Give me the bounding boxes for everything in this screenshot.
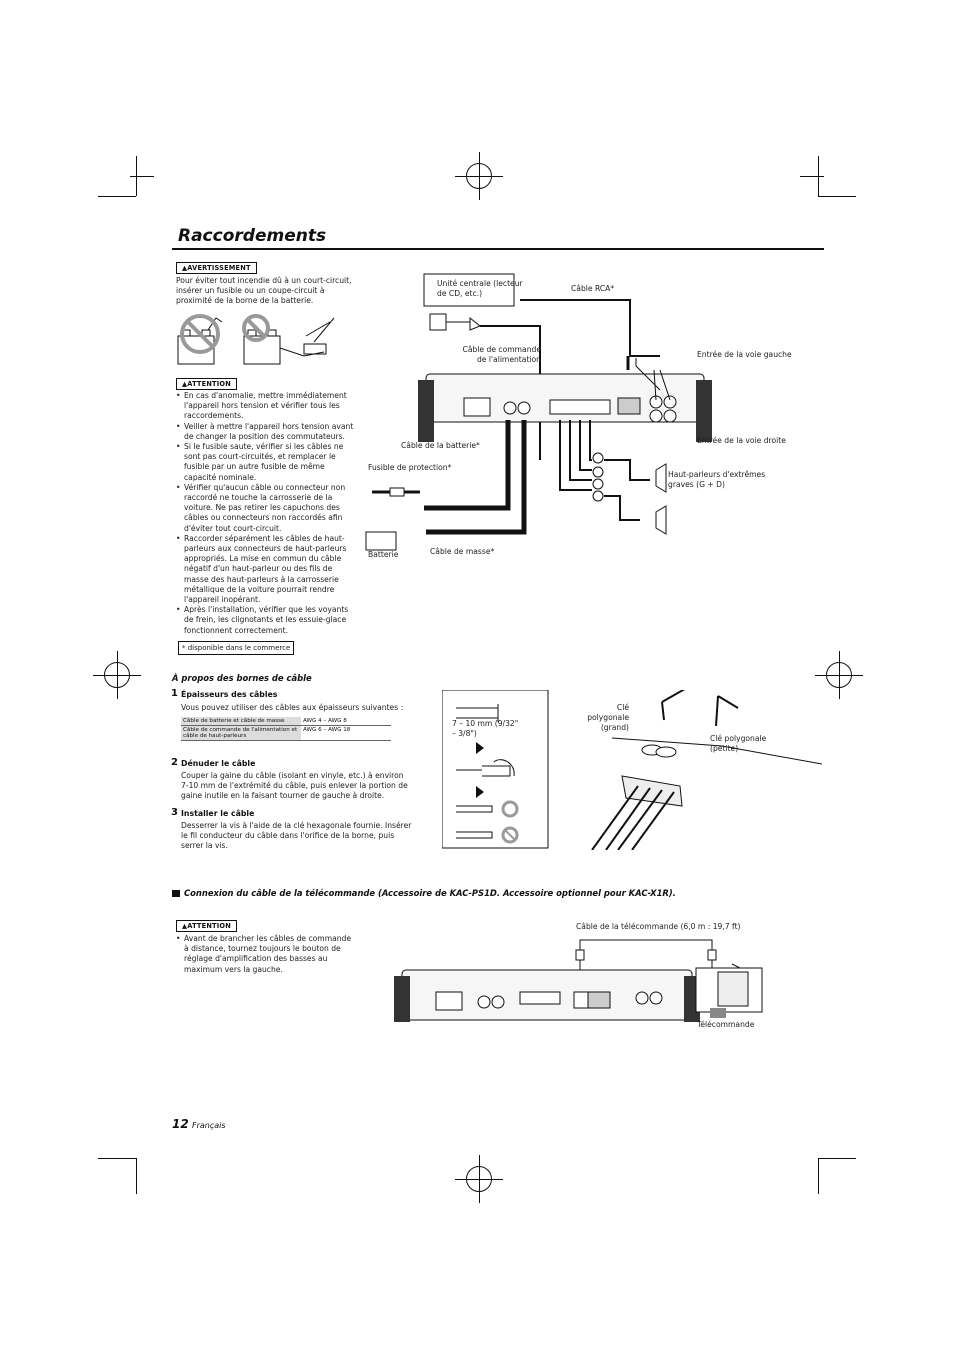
step-title: Installer le câble [181, 809, 255, 818]
step-number: 2 [171, 757, 178, 768]
subwoofers-label: Haut-parleurs d'extrêmes graves (G + D) [668, 470, 766, 490]
warning-label-text: AVERTISSEMENT [187, 264, 251, 272]
wiring-diagram [365, 273, 712, 551]
warning-text: Pour éviter tout incendie dû à un court-… [176, 276, 352, 306]
step-text: Desserrer la vis à l'aide de la clé hexa… [181, 821, 412, 851]
fuse-label: Fusible de protection* [368, 463, 452, 472]
battery-illustrations [177, 314, 335, 365]
step-title: Épaisseurs des câbles [181, 690, 278, 699]
attention-item: Si le fusible saute, vérifier si les câb… [176, 442, 356, 483]
remote-control-icon [695, 967, 763, 1018]
attention-label: ▲ATTENTION [176, 920, 237, 932]
battery-fuse-icon [177, 314, 223, 365]
battery-label: Batterie [368, 550, 399, 559]
strip-length-label: 7 – 10 mm (9/32" – 3/8") [452, 719, 519, 739]
step-text: Vous pouvez utiliser des câbles aux épai… [181, 703, 404, 712]
warning-triangle-icon: ▲ [182, 264, 188, 272]
crop-mark [818, 1158, 819, 1194]
left-input-label: Entrée de la voie gauche [697, 350, 792, 359]
footer-language: Français [192, 1121, 226, 1130]
terminal-diagram [442, 690, 822, 850]
attention-label-text: ATTENTION [187, 380, 231, 388]
table-row: Câble de batterie et câble de masse AWG … [181, 717, 391, 726]
hex-key-icon [661, 690, 739, 727]
remote-section-heading: Connexion du câble de la télécommande (A… [184, 888, 676, 898]
remote-cable-label: Câble de la télécommande (6,0 m : 19,7 f… [576, 922, 741, 931]
remote-diagram [394, 939, 763, 1022]
warning-triangle-icon: ▲ [182, 922, 188, 930]
subwoofer-terminals [592, 452, 604, 502]
attention-label-text: ATTENTION [187, 922, 231, 930]
attention-item: En cas d'anomalie, mettre immédiatement … [176, 391, 356, 422]
crop-mark [136, 1158, 137, 1194]
battery-cable-label: Câble de la batterie* [401, 441, 480, 450]
amplifier [394, 969, 700, 1022]
amplifier [418, 373, 712, 442]
page-title: Raccordements [178, 226, 327, 246]
battery-wrong-icon [242, 314, 335, 365]
crop-mark [818, 1158, 856, 1159]
step-number: 1 [171, 688, 178, 699]
crop-mark [818, 196, 856, 197]
registration-mark [815, 651, 863, 699]
step-text: Couper la gaine du câble (isolant en vin… [181, 771, 408, 801]
attention-item: Après l'installation, vérifier que les v… [176, 605, 356, 636]
remote-attention-list: Avant de brancher les câbles de commande… [176, 934, 352, 975]
cable-table: Câble de batterie et câble de masse AWG … [181, 717, 391, 741]
power-control-label: Câble de commande de l'alimentation [462, 345, 541, 365]
table-cell: AWG 6 – AWG 18 [301, 725, 391, 741]
commerce-note: * disponible dans le commerce [178, 641, 295, 656]
warning-label: ▲AVERTISSEMENT [176, 262, 257, 274]
terminals-heading: À propos des bornes de câble [172, 673, 312, 683]
small-key-label: Clé polygonale (petite) [710, 734, 767, 754]
registration-mark [455, 152, 503, 200]
head-unit-box [423, 273, 515, 307]
page-number: 12 [172, 1117, 189, 1131]
section-square-icon [172, 890, 180, 897]
step-number: 3 [171, 807, 178, 818]
crop-mark [800, 176, 824, 177]
right-input-label: Entrée de la voie droite [697, 436, 786, 445]
subwoofer-icon [655, 463, 667, 493]
remote-label: Télécommande [697, 1020, 755, 1029]
table-cell: Câble de commande de l'alimentation et c… [181, 725, 301, 741]
fuse-icon [389, 487, 405, 497]
table-cell: Câble de batterie et câble de masse [181, 717, 301, 726]
table-cell: AWG 4 – AWG 8 [301, 717, 391, 726]
rca-label: Câble RCA* [571, 284, 615, 293]
table-row: Câble de commande de l'alimentation et c… [181, 725, 391, 741]
battery-icon [365, 531, 397, 551]
step-title: Dénuder le câble [181, 759, 256, 768]
attention-item: Raccorder séparément les câbles de haut-… [176, 534, 356, 605]
warning-triangle-icon: ▲ [182, 380, 188, 388]
crop-mark [98, 196, 136, 197]
registration-mark [455, 1155, 503, 1203]
crop-mark [130, 176, 154, 177]
large-key-label: Clé polygonale (grand) [587, 703, 629, 733]
attention-label: ▲ATTENTION [176, 378, 237, 390]
attention-item: Vérifier qu'aucun câble ou connecteur no… [176, 483, 356, 534]
attention-item: Avant de brancher les câbles de commande… [176, 934, 352, 975]
head-unit-label: Unité centrale (lecteur de CD, etc.) [437, 279, 523, 299]
ground-label: Câble de masse* [430, 547, 495, 556]
registration-mark [93, 651, 141, 699]
attention-list: En cas d'anomalie, mettre immédiatement … [176, 391, 356, 636]
attention-item: Veiller à mettre l'appareil hors tension… [176, 422, 356, 442]
title-rule [172, 248, 824, 250]
crop-mark [98, 1158, 136, 1159]
